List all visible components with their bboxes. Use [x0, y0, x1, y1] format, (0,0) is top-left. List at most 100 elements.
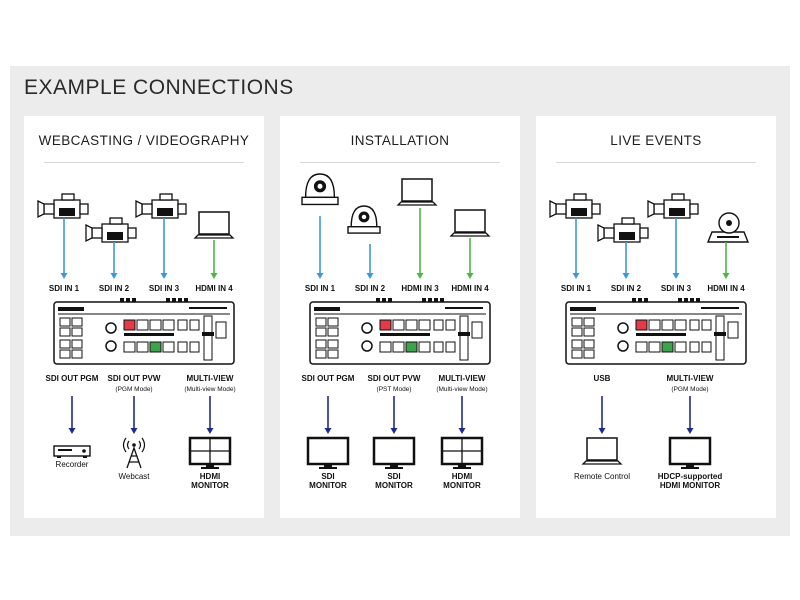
t-bar-fader [715, 315, 725, 361]
multiview-monitor-icon [440, 436, 484, 469]
output-label: MULTI-VIEW [186, 374, 234, 383]
input-arrow [316, 216, 324, 279]
panel-title: WEBCASTING / VIDEOGRAPHY [38, 133, 250, 148]
t-bar-fader [203, 315, 213, 361]
camcorder-icon [597, 217, 649, 243]
output-arrow [458, 396, 466, 434]
webcast-tower-icon [122, 437, 146, 469]
input-arrow [210, 240, 218, 279]
output-arrow [68, 396, 76, 434]
recorder-icon [53, 445, 91, 458]
camcorder-icon [647, 193, 699, 219]
input-arrow [160, 218, 168, 279]
input-label: HDMI IN 3 [401, 284, 439, 293]
input-arrow [466, 238, 474, 279]
monitor-icon [372, 436, 416, 469]
input-label: SDI IN 3 [148, 284, 180, 293]
output-arrow [130, 396, 138, 434]
output-arrow [206, 396, 214, 434]
ptz-camera-icon [301, 173, 339, 206]
video-switcher-device [53, 298, 235, 365]
panel-diagram [549, 193, 750, 469]
camcorder-icon [549, 193, 601, 219]
laptop-icon [193, 211, 235, 239]
output-label: USB [593, 374, 611, 383]
input-arrow [416, 208, 424, 279]
input-label: SDI IN 1 [304, 284, 336, 293]
output-mode-label: (PGM Mode) [671, 386, 709, 393]
device-label-line: HDMI [451, 472, 473, 481]
brand-logo-bar [314, 307, 340, 311]
device-label-line: SDI [321, 472, 335, 481]
output-label: SDI OUT PVW [367, 374, 421, 383]
input-arrow [722, 242, 730, 279]
output-label: SDI OUT PVW [107, 374, 161, 383]
device-label-line: HDMI [199, 472, 221, 481]
input-label: SDI IN 1 [48, 284, 80, 293]
ptz-camera-icon [347, 205, 381, 234]
t-bar-fader [459, 315, 469, 361]
input-arrow [60, 218, 68, 279]
panel-diagram [301, 173, 491, 469]
connections-frame: EXAMPLE CONNECTIONS WEBCASTING / VIDEOGR… [10, 66, 790, 536]
device-label-line: Remote Control [573, 472, 631, 481]
video-switcher-device [565, 298, 747, 365]
output-mode-label: (PGM Mode) [115, 386, 153, 393]
panel-divider [300, 162, 500, 163]
device-label-line: MONITOR [443, 481, 481, 490]
video-switcher-device [309, 298, 491, 365]
output-label: SDI OUT PGM [45, 374, 99, 383]
laptop-icon [396, 178, 438, 206]
multiview-monitor-icon [188, 436, 232, 469]
device-label-line: SDI [387, 472, 401, 481]
output-label: SDI OUT PGM [301, 374, 355, 383]
panel-live-events: LIVE EVENTS SDI IN 1 SDI IN 2 SDI IN 3 HDMI… [536, 116, 776, 518]
panel-divider [44, 162, 244, 163]
device-label-line: Webcast [118, 472, 150, 481]
output-mode-label: (Multi-view Mode) [436, 386, 488, 393]
camcorder-icon [37, 193, 89, 219]
output-mode-label: (Multi-view Mode) [184, 386, 236, 393]
output-arrow [598, 396, 606, 434]
output-label: MULTI-VIEW [666, 374, 714, 383]
output-arrow [324, 396, 332, 434]
output-mode-label: (PST Mode) [376, 386, 412, 393]
brand-logo-bar [58, 307, 84, 311]
camcorder-icon [85, 217, 137, 243]
device-label: Recorder [56, 460, 89, 469]
page-title: EXAMPLE CONNECTIONS [24, 76, 294, 99]
brand-logo-bar [570, 307, 596, 311]
camcorder-icon [135, 193, 187, 219]
output-arrow [686, 396, 694, 434]
output-label: MULTI-VIEW [438, 374, 486, 383]
input-arrow [110, 242, 118, 279]
output-arrow [390, 396, 398, 434]
panel-diagram [37, 193, 235, 469]
device-label-line: Recorder [55, 460, 89, 469]
input-arrow [622, 242, 630, 279]
input-label: SDI IN 1 [560, 284, 592, 293]
monitor-icon [306, 436, 350, 469]
input-arrow [672, 218, 680, 279]
input-arrow [572, 218, 580, 279]
panel-title: LIVE EVENTS [610, 133, 702, 148]
device-label: Webcast [119, 472, 150, 481]
device-label-line: HDMI MONITOR [659, 481, 721, 490]
panel-divider [556, 162, 756, 163]
input-label: HDMI IN 4 [451, 284, 489, 293]
input-label: SDI IN 3 [660, 284, 692, 293]
device-label-line: MONITOR [191, 481, 229, 490]
panel-title: INSTALLATION [350, 133, 450, 148]
panel-webcasting: WEBCASTING / VIDEOGRAPHY SDI IN 1 SDI IN … [24, 116, 264, 518]
input-label: HDMI IN 4 [707, 284, 745, 293]
laptop-icon [449, 209, 491, 237]
device-label-line: HDCP-supported [657, 472, 723, 481]
input-label: SDI IN 2 [98, 284, 130, 293]
monitor-icon [668, 436, 712, 469]
projector-player-icon [706, 212, 750, 243]
input-label: SDI IN 2 [610, 284, 642, 293]
